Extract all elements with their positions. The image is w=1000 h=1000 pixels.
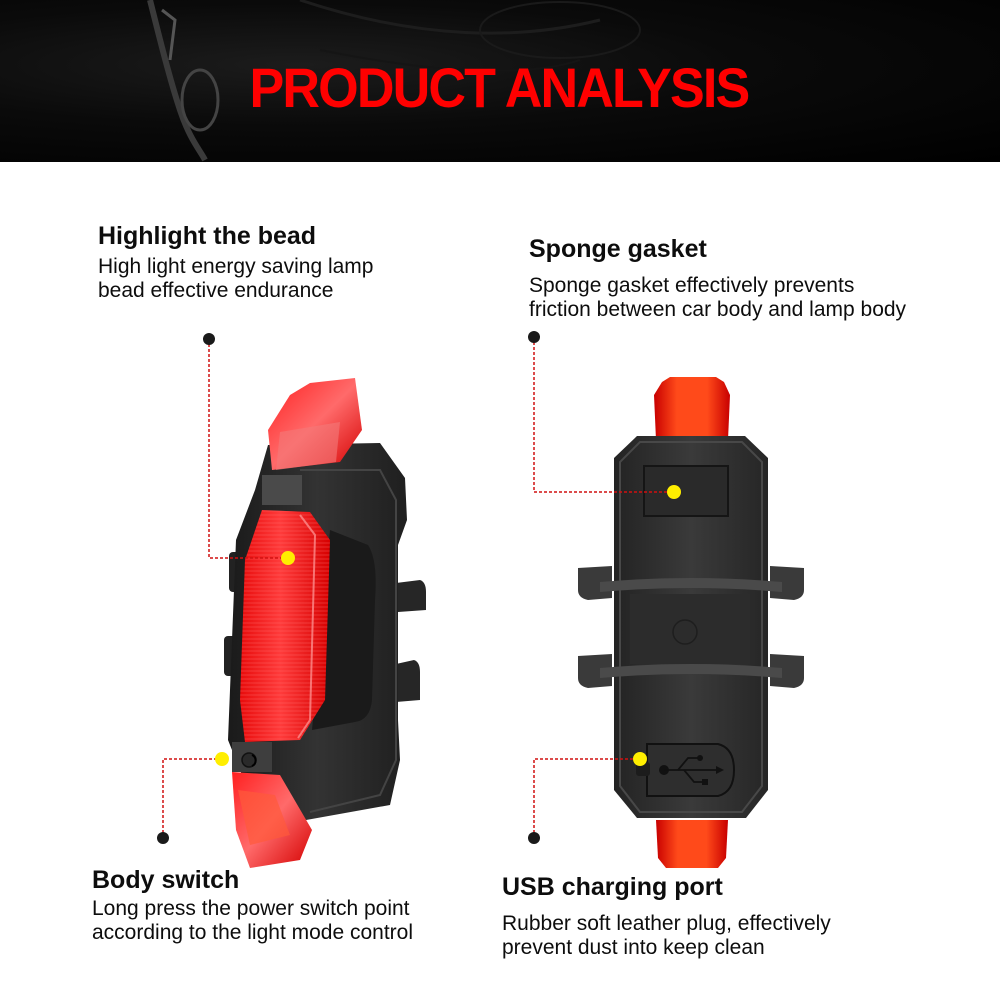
feature-description-line-2: according to the light mode control <box>92 921 414 944</box>
feature-title: Sponge gasket <box>529 235 707 263</box>
usb-icon <box>636 743 736 797</box>
feature-title: Highlight the bead <box>98 222 317 250</box>
feature-title: USB charging port <box>502 873 723 901</box>
feature-sponge-gasket: Sponge gasket Sponge gasket effectively … <box>529 234 906 322</box>
feature-description-line-1: Long press the power switch point <box>92 897 410 920</box>
back-view-lamp <box>578 377 804 868</box>
page-title: PRODUCT ANALYSIS <box>249 56 751 119</box>
feature-description-line-1: Rubber soft leather plug, effectively <box>502 912 831 935</box>
feature-description-line-2: friction between car body and lamp body <box>529 298 907 321</box>
feature-usb-charging-port: USB charging port Rubber soft leather pl… <box>502 872 831 960</box>
feature-body-switch: Body switch Long press the power switch … <box>92 865 413 945</box>
feature-highlight-bead: Highlight the bead High light energy sav… <box>98 221 373 303</box>
header-banner: PRODUCT ANALYSIS <box>0 0 1000 162</box>
feature-description-line-2: bead effective endurance <box>98 279 334 302</box>
callout-body-switch <box>157 752 229 844</box>
callout-highlight-bead <box>203 333 295 565</box>
callout-usb-charging-port <box>528 752 647 844</box>
feature-description-line-1: Sponge gasket effectively prevents <box>529 274 855 297</box>
bike-silhouette-decoration <box>147 0 641 162</box>
side-view-lamp <box>224 378 426 868</box>
feature-description-line-2: prevent dust into keep clean <box>502 936 765 959</box>
callout-sponge-gasket <box>528 331 681 499</box>
feature-title: Body switch <box>92 866 240 894</box>
feature-description-line-1: High light energy saving lamp <box>98 255 374 278</box>
